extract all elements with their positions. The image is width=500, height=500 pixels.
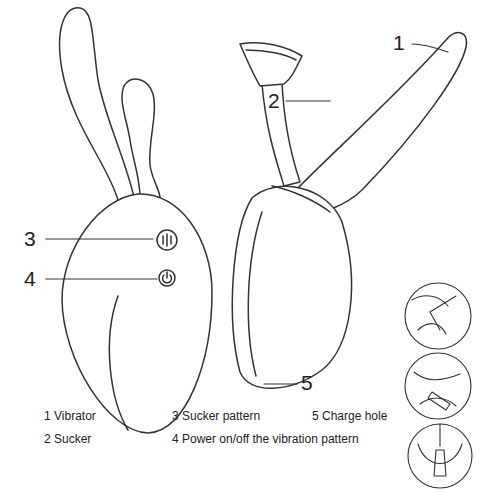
callout-number: 2	[268, 89, 280, 113]
body-seam	[109, 296, 128, 430]
sucker-rim	[246, 50, 296, 60]
vibrator-arm	[296, 33, 466, 214]
key-entry: 4 Power on/off the vibration pattern	[172, 433, 359, 447]
leader-line	[264, 383, 297, 384]
pattern-button	[157, 230, 177, 250]
callout-number: 3	[24, 227, 36, 251]
device-body	[232, 186, 351, 388]
leader-line	[46, 278, 157, 279]
sucker-arm	[122, 79, 160, 198]
body-seam	[248, 212, 262, 376]
key-entry: 3 Sucker pattern	[172, 410, 260, 424]
power-icon	[163, 272, 172, 283]
leader-line	[46, 238, 153, 239]
callout-number: 4	[24, 267, 36, 291]
key-entry: 1 Vibrator	[44, 410, 96, 424]
callout-number: 5	[301, 371, 313, 395]
sucker-stem	[262, 82, 300, 186]
usage-illustration	[405, 283, 472, 488]
leader-line	[286, 100, 330, 101]
leader-line	[412, 44, 448, 52]
sucker-cup	[240, 43, 302, 86]
callout-number: 1	[393, 31, 405, 55]
key-entry: 2 Sucker	[44, 433, 91, 447]
body-band	[272, 186, 330, 212]
key-entry: 5 Charge hole	[312, 410, 387, 424]
device-body	[62, 194, 212, 433]
power-button	[159, 270, 175, 286]
pattern-icon	[163, 234, 171, 246]
